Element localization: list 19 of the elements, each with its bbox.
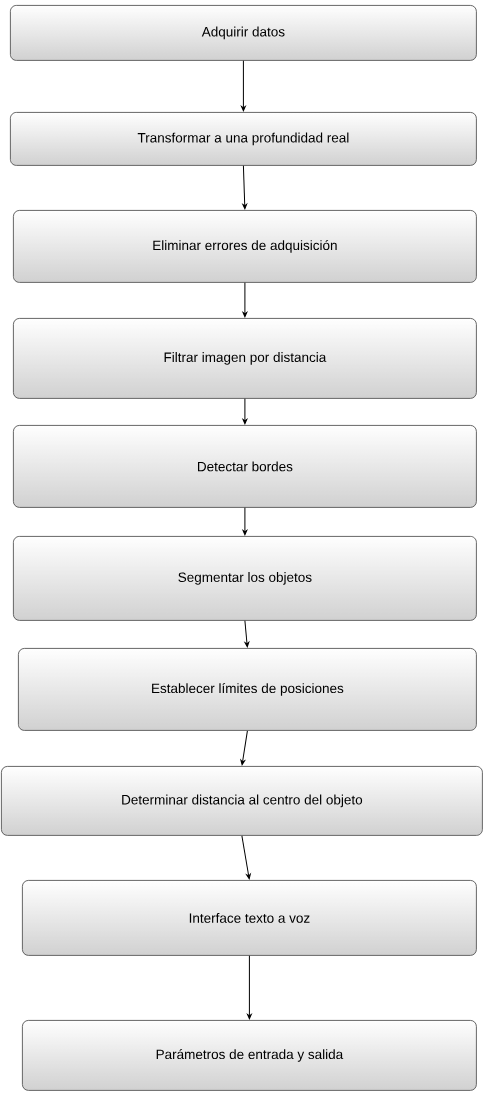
process-box: Filtrar imagen por distancia [13, 318, 477, 399]
arrow [242, 282, 248, 318]
process-box: Establecer límites de posiciones [18, 648, 477, 731]
arrow [240, 730, 248, 766]
process-box: Adquirir datos [10, 5, 477, 61]
arrow [241, 835, 251, 880]
process-box: Eliminar errores de adquisición [13, 210, 477, 283]
process-box: Determinar distancia al centro del objeto [1, 766, 483, 836]
arrow [247, 955, 252, 1020]
arrow [241, 60, 246, 112]
arrow [242, 398, 248, 425]
arrow [244, 620, 250, 648]
process-box: Detectar bordes [13, 425, 477, 508]
process-box: Parámetros de entrada y salida [22, 1020, 477, 1091]
process-box: Segmentar los objetos [13, 536, 477, 621]
process-box: Transformar a una profundidad real [10, 112, 477, 166]
arrow [242, 507, 248, 536]
arrow [242, 165, 248, 210]
process-box: Interface texto a voz [22, 880, 477, 956]
